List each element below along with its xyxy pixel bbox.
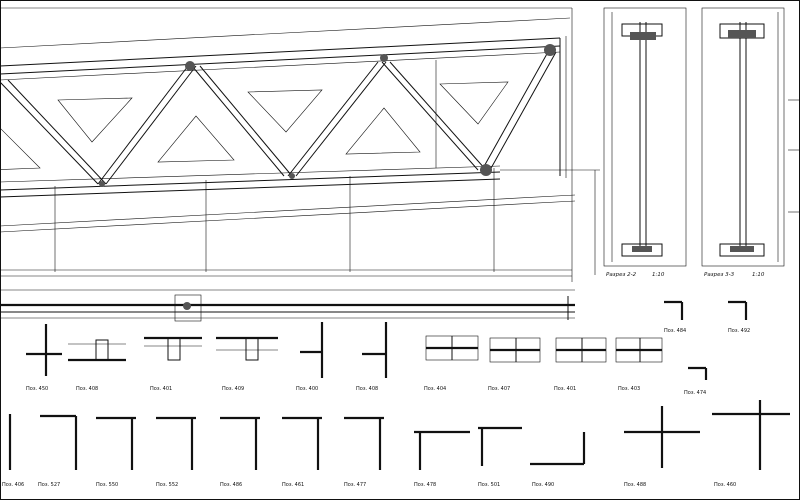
truss-elevation xyxy=(0,7,600,282)
detail-row-2: Поз. 406 Поз. 527 Поз. 550 Поз. 552 Поз.… xyxy=(2,400,790,488)
section-3-3-title: Разрез 3-3 xyxy=(704,272,735,278)
detail-label: Поз. 401 xyxy=(554,386,576,392)
detail-label: Поз. 474 xyxy=(684,390,706,396)
detail-label: Поз. 550 xyxy=(96,482,118,488)
detail-label: Поз. 477 xyxy=(344,482,366,488)
section-2-2: Разрез 2-2 1:10 xyxy=(603,7,687,278)
detail-label: Поз. 406 xyxy=(2,482,24,488)
section-2-2-title: Разрез 2-2 xyxy=(606,272,637,278)
section-2-2-scale: 1:10 xyxy=(652,272,665,278)
detail-label: Поз. 501 xyxy=(478,482,500,488)
detail-label: Поз. 461 xyxy=(282,482,304,488)
detail-label: Поз. 460 xyxy=(714,482,736,488)
detail-label: Поз. 488 xyxy=(624,482,646,488)
detail-label: Поз. 484 xyxy=(664,328,686,334)
section-3-3: Разрез 3-3 1:10 xyxy=(701,7,785,278)
detail-label: Поз. 552 xyxy=(156,482,178,488)
detail-label: Поз. 492 xyxy=(728,328,750,334)
truss-nodes xyxy=(99,44,556,187)
detail-label: Поз. 450 xyxy=(26,386,48,392)
detail-label: Поз. 409 xyxy=(222,386,244,392)
detail-label: Поз. 403 xyxy=(618,386,640,392)
truss-plan-strip xyxy=(0,289,575,322)
detail-label: Поз. 408 xyxy=(76,386,98,392)
detail-row-1: Поз. 450 Поз. 408 Поз. 401 Поз. 409 Поз xyxy=(26,322,663,392)
detail-label: Поз. 408 xyxy=(356,386,378,392)
detail-label: Поз. 404 xyxy=(424,386,446,392)
detail-label: Поз. 490 xyxy=(532,482,554,488)
section-3-3-scale: 1:10 xyxy=(752,272,765,278)
detail-right: Поз. 484 Поз. 492 Поз. 474 xyxy=(664,300,750,396)
detail-label: Поз. 527 xyxy=(38,482,60,488)
detail-label: Поз. 486 xyxy=(220,482,242,488)
detail-label: Поз. 478 xyxy=(414,482,436,488)
detail-label: Поз. 400 xyxy=(296,386,318,392)
detail-label: Поз. 401 xyxy=(150,386,172,392)
detail-label: Поз. 407 xyxy=(488,386,510,392)
